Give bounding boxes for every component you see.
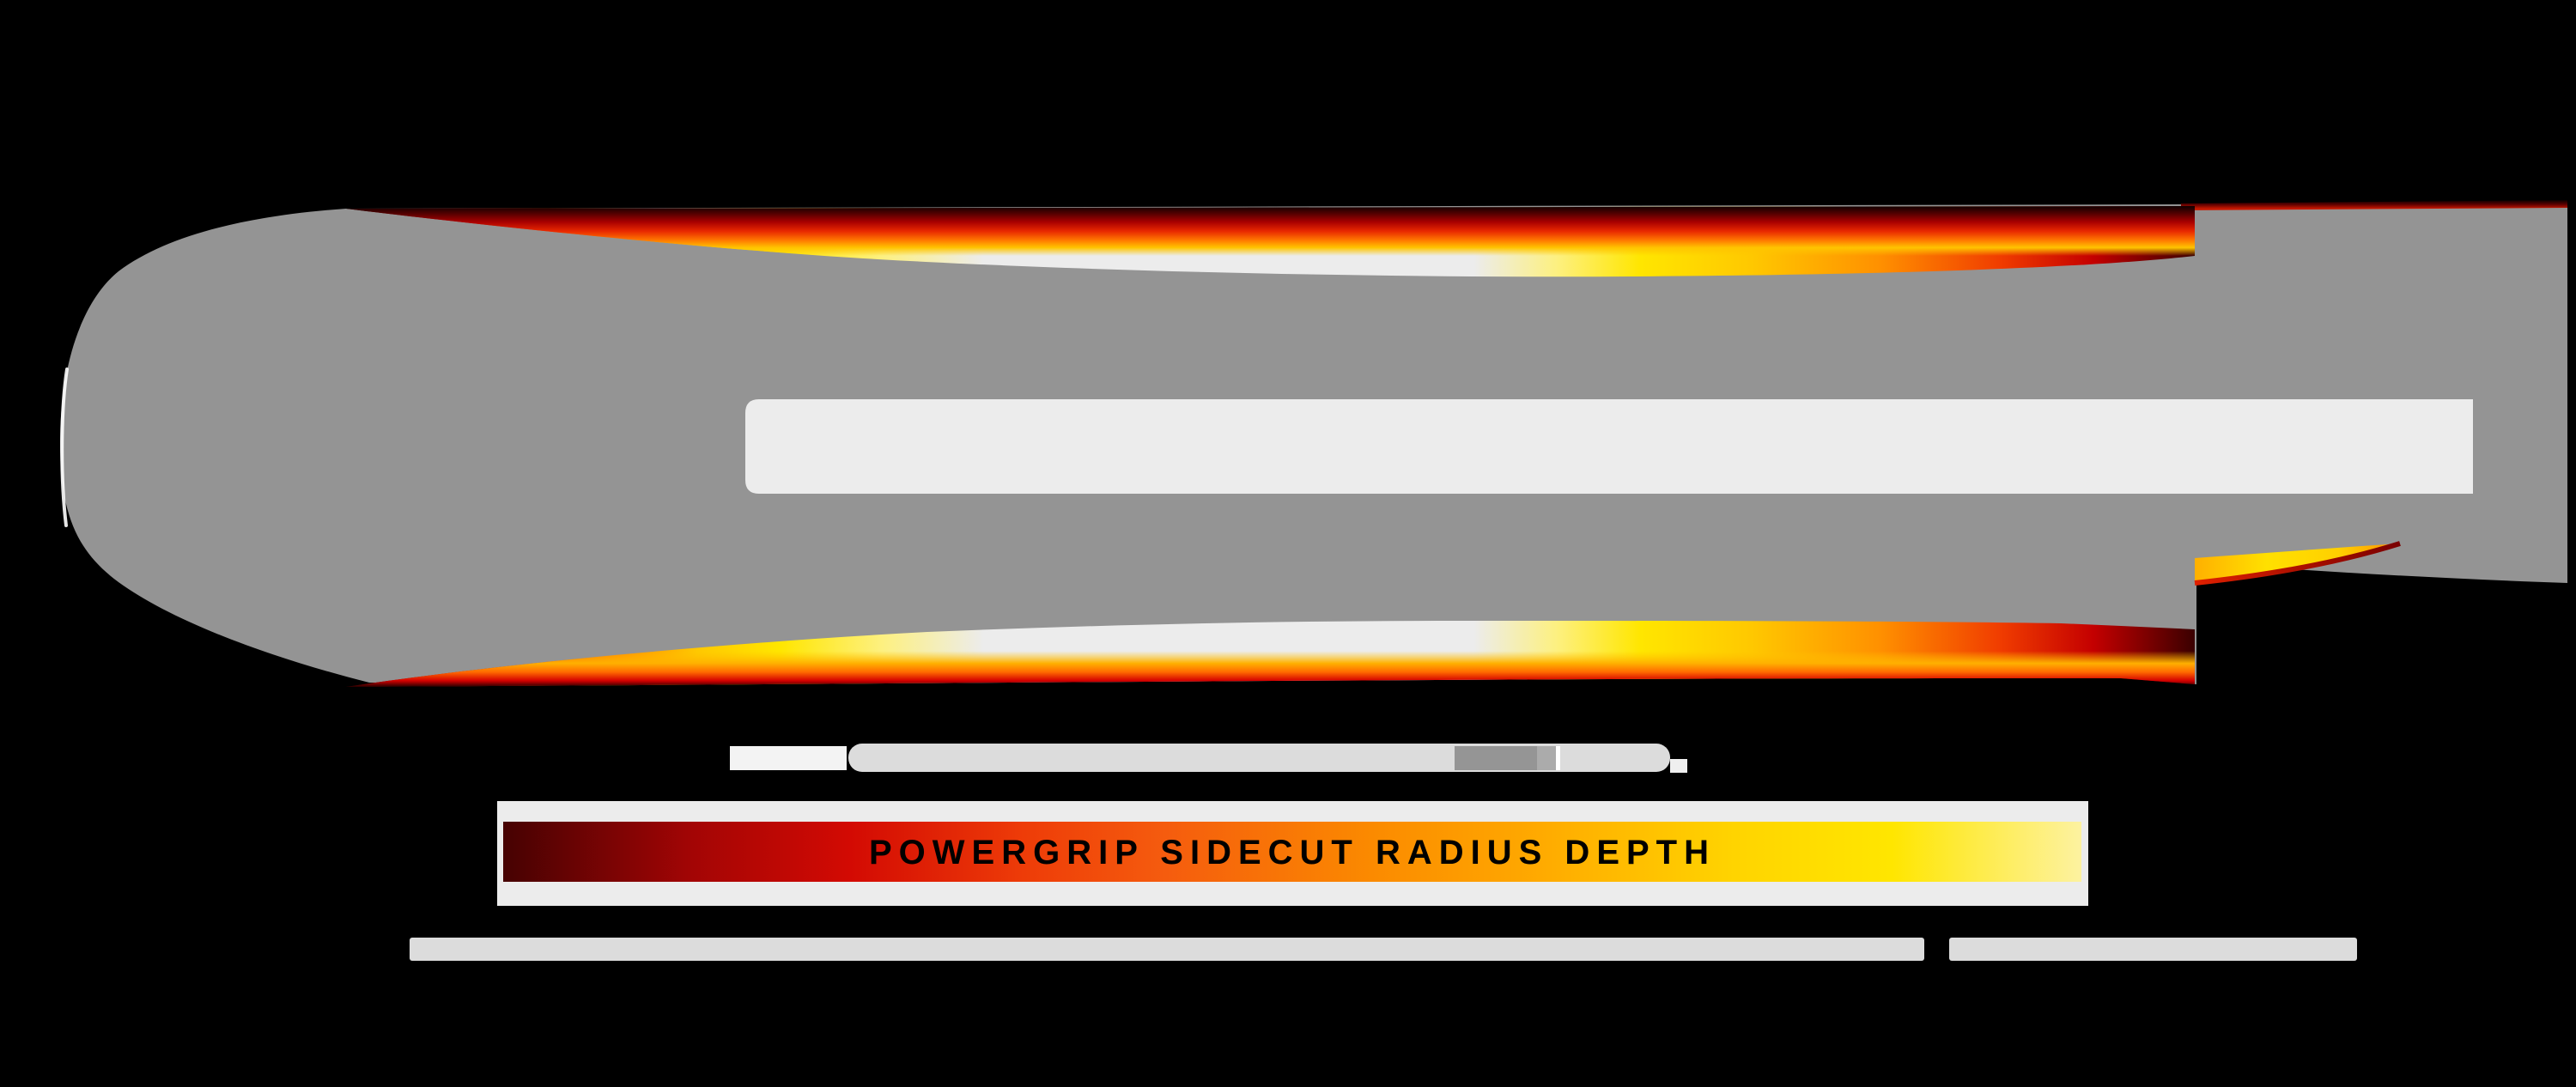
- tip-highlight: [60, 367, 69, 527]
- binding-marker: [1455, 746, 1537, 770]
- legend-gradient-bar: [503, 822, 2081, 882]
- top-edge-hot-fringe: [346, 206, 2195, 277]
- binding-marker-divider: [1556, 746, 1560, 770]
- footer-bars: [410, 938, 2357, 961]
- tail-top-edge-line: [2181, 200, 2567, 210]
- profile-row: [730, 744, 1687, 773]
- legend-label: POWERGRIP SIDECUT RADIUS DEPTH: [869, 834, 1716, 871]
- ski-insert: [745, 399, 2473, 494]
- binding-marker-secondary: [1537, 746, 1556, 770]
- profile-nub: [1670, 759, 1687, 773]
- footer-bar-right: [1949, 938, 2357, 961]
- tail-bottom-edge-line: [2194, 541, 2401, 586]
- powergrip-legend: POWERGRIP SIDECUT RADIUS DEPTH: [497, 801, 2088, 906]
- bottom-edge-hot-fringe: [346, 621, 2195, 687]
- footer-bar-left: [410, 938, 1924, 961]
- tail-sidecut-sliver: [2195, 544, 2400, 581]
- ski-top-view: [60, 200, 2567, 687]
- profile-chip: [730, 746, 847, 770]
